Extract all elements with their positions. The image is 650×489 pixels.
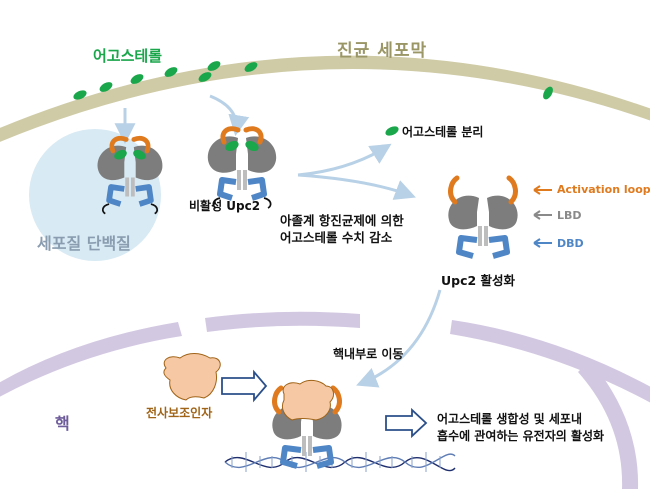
label-result-1: 어고스테롤 생합성 및 세포내 [437, 412, 583, 426]
hollow-arrow-result [385, 407, 428, 439]
ergosterol-molecule [164, 67, 178, 77]
label-nuclear-translocation: 핵내부로 이동 [333, 347, 404, 361]
label-lbd: LBD [557, 209, 582, 222]
label-dbd: DBD [557, 237, 584, 250]
label-cell-membrane: 진균 세포막 [337, 41, 428, 61]
ergosterol-molecule [198, 72, 212, 82]
label-cytoplasmic-protein: 세포질 단백질 [37, 234, 131, 253]
label-drug-effect-2: 어고스테롤 수치 감소 [280, 230, 393, 245]
ergosterol-molecule [99, 82, 113, 92]
label-ergosterol: 어고스테롤 [93, 47, 163, 65]
arrow-to-separation [297, 143, 392, 177]
label-nucleus: 핵 [55, 414, 70, 433]
separated-ergosterol [385, 126, 399, 136]
coactivator-shape [163, 353, 221, 401]
label-coactivator: 전사보조인자 [146, 406, 213, 420]
coactivator-bound [281, 379, 334, 421]
label-inactive-upc2: 비활성 Upc2 [189, 199, 261, 213]
cell-membrane [0, 55, 650, 142]
nuclear-envelope [0, 311, 650, 489]
ergosterol-molecule [130, 74, 144, 84]
label-activation-loop: Activation loop [557, 183, 650, 196]
ergosterol-molecule [73, 90, 87, 100]
label-upc2-activation: Upc2 활성화 [441, 273, 516, 288]
upc2-active [448, 178, 517, 256]
ergosterol-molecule [244, 62, 258, 72]
arrow-to-nucleus [356, 289, 442, 388]
label-ergosterol-separation: 어고스테롤 분리 [402, 125, 484, 139]
label-drug-effect-1: 아졸계 항진균제에 의한 [280, 213, 404, 228]
arrow-to-activation [297, 173, 416, 200]
cytoplasmic-protein-area [29, 129, 161, 261]
hollow-arrow-coactivator [221, 369, 268, 403]
membrane-ergosterol-group [73, 61, 553, 100]
ergosterol-molecule [543, 86, 553, 100]
ergosterol-molecule [207, 61, 221, 71]
dna-helix [224, 452, 456, 472]
label-result-2: 흡수에 관여하는 유전자의 활성화 [437, 429, 605, 443]
